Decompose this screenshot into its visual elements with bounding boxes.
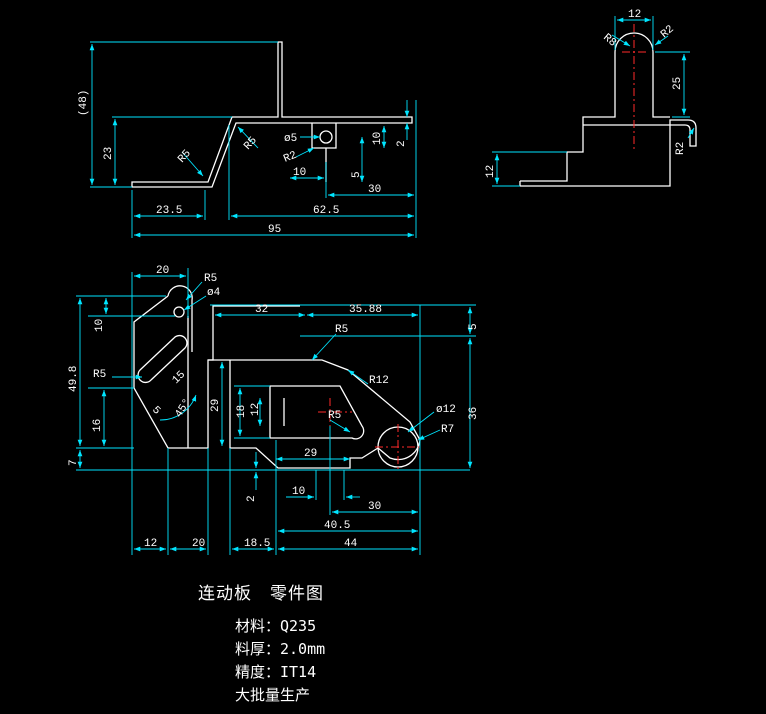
top-dim-15: 15	[170, 369, 188, 387]
top-bottom-18-5: 18.5	[244, 538, 270, 550]
top-dim-10b: 10	[292, 486, 305, 498]
front-phi5: ø5	[284, 133, 297, 145]
drawing-title: 连动板 零件图	[198, 584, 324, 604]
front-r2: R2	[282, 150, 299, 166]
top-dim-29v: 29	[210, 399, 222, 412]
top-r12: R12	[369, 375, 389, 387]
slot-long	[269, 385, 365, 440]
top-dim-20: 20	[156, 265, 169, 277]
front-part-outline	[131, 41, 413, 188]
side-part-outline	[519, 32, 697, 187]
top-dim-36: 36	[468, 407, 480, 420]
top-dim-18: 18	[236, 405, 248, 418]
front-dim-10h: 10	[293, 167, 306, 179]
side-r2-bottom: R2	[675, 142, 687, 155]
top-bottom-20: 20	[192, 538, 205, 550]
front-dim-62-5: 62.5	[313, 205, 339, 217]
front-view: (48) 23 23.5 62.5 95 R5 R5 ø5 R2 10 10 5…	[78, 41, 417, 238]
front-dim-23: 23	[103, 147, 115, 160]
phi5-hole	[319, 130, 333, 144]
front-dim-30: 30	[368, 184, 381, 196]
side-r2-top: R2	[659, 23, 677, 41]
phi4-hole	[173, 306, 185, 318]
top-bottom-44: 44	[344, 538, 358, 550]
spec-production: 大批量生产	[235, 686, 311, 704]
side-view: 12 R8 R2 25 R2 12	[485, 9, 697, 187]
front-r5-upper: R5	[242, 135, 260, 153]
front-dim-95: 95	[268, 224, 281, 236]
top-bottom-12: 12	[144, 538, 157, 550]
front-dim-10v: 10	[372, 132, 384, 145]
spec-precision: 精度：IT14	[235, 663, 317, 681]
top-dim-35-88: 35.88	[349, 304, 382, 316]
top-dim-40-5: 40.5	[324, 520, 350, 532]
top-dim-32: 32	[255, 304, 268, 316]
front-hole-boss	[311, 123, 337, 149]
top-dim-5-slot: 5	[149, 404, 162, 417]
top-phi4: ø4	[207, 287, 221, 299]
front-dim-23-5: 23.5	[156, 205, 182, 217]
top-dim-2: 2	[246, 495, 258, 502]
top-dim-49-8: 49.8	[68, 366, 80, 392]
top-view: 20 R5 ø4 10 49.8 R5 15 45° 5 16 7 32 35.…	[68, 265, 480, 555]
side-dim-12-left: 12	[485, 165, 497, 178]
top-phi12: ø12	[436, 404, 456, 416]
top-dim-45deg: 45°	[173, 397, 194, 420]
top-dim-29h: 29	[304, 448, 317, 460]
top-r5-c: R5	[335, 324, 348, 336]
top-dim-7: 7	[68, 459, 80, 466]
top-dim-5-right: 5	[468, 323, 480, 330]
top-r5-b: R5	[93, 369, 106, 381]
front-dim-5: 5	[351, 171, 363, 178]
top-dim-30: 30	[368, 501, 381, 513]
top-dim-16: 16	[92, 419, 104, 432]
top-r7: R7	[441, 424, 454, 436]
top-dim-12: 12	[250, 403, 262, 416]
front-dim-48: (48)	[78, 90, 90, 116]
top-r5-d: R5	[328, 410, 341, 422]
top-dim-10: 10	[94, 319, 106, 332]
top-r5-a: R5	[204, 273, 217, 285]
spec-thickness: 料厚：2.0mm	[235, 640, 326, 658]
side-dim-25: 25	[672, 77, 684, 90]
front-dim-2: 2	[396, 140, 408, 147]
side-dim-12: 12	[628, 9, 641, 21]
spec-material: 材料：Q235	[235, 617, 317, 635]
